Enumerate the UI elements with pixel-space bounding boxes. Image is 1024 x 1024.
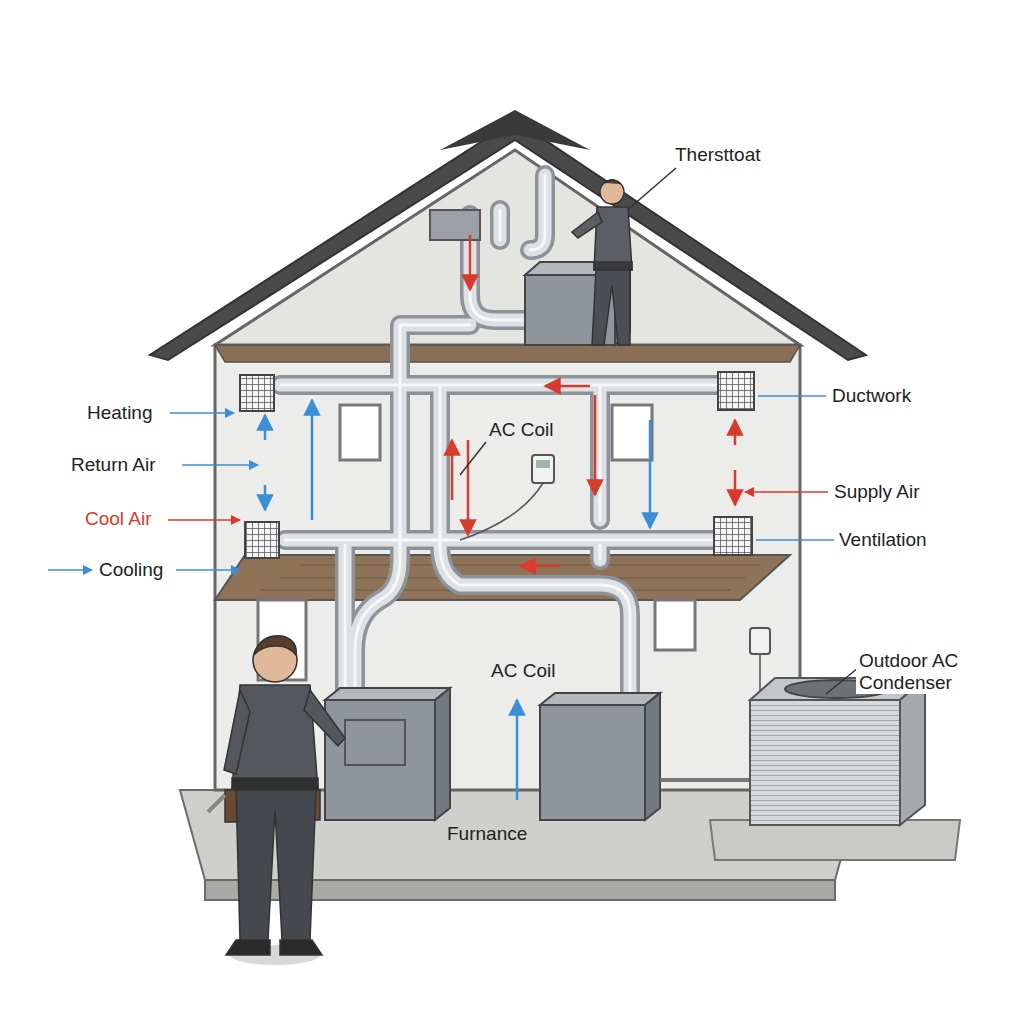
part-label: AC Coil [488, 660, 558, 682]
part-label: Cool Air [82, 508, 155, 530]
part-label: Thersttoat [672, 144, 764, 166]
part-label: AC Coil [486, 419, 556, 441]
part-label: Ductwork [829, 385, 914, 407]
part-label: Return Air [68, 454, 158, 476]
part-label: Cooling [96, 559, 166, 581]
part-label: Heating [84, 402, 156, 424]
part-label: Supply Air [831, 481, 923, 503]
part-label: Furnance [444, 823, 530, 845]
part-label: Ventilation [836, 529, 930, 551]
part-label: Outdoor AC Condenser [856, 650, 992, 694]
